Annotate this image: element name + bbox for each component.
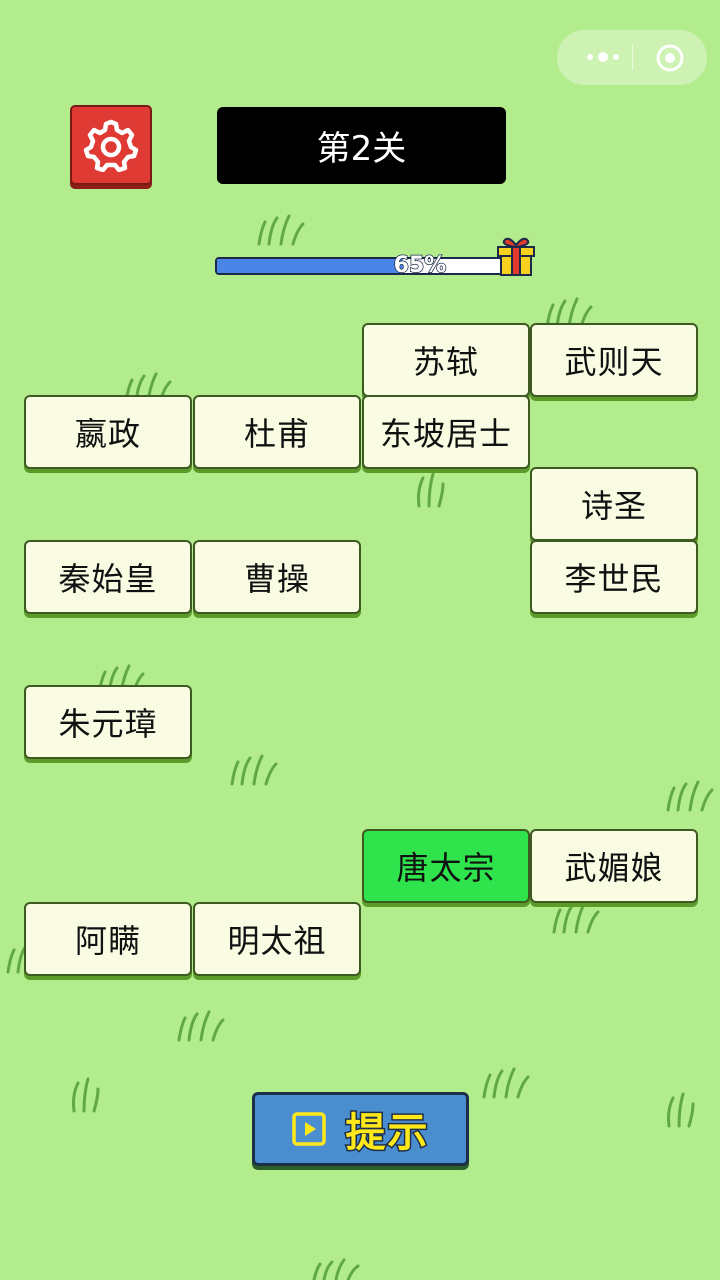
grass-decoration	[97, 664, 145, 696]
grass-decoration	[312, 1258, 360, 1280]
settings-button[interactable]	[70, 105, 152, 185]
target-icon[interactable]	[655, 43, 685, 73]
grass-decoration	[666, 780, 714, 812]
word-tile[interactable]: 唐太宗	[362, 829, 530, 903]
grass-decoration	[552, 902, 600, 934]
grass-decoration	[667, 1092, 695, 1128]
progress-fill	[217, 259, 403, 273]
grass-decoration	[545, 297, 593, 329]
grass-decoration	[482, 1067, 530, 1099]
word-tile[interactable]: 诗圣	[530, 467, 698, 541]
miniprogram-capsule	[557, 30, 707, 85]
hint-button[interactable]: 提示	[252, 1092, 469, 1166]
grass-decoration	[230, 754, 278, 786]
level-title: 第2关	[217, 107, 506, 184]
grass-decoration	[417, 472, 445, 508]
word-tile[interactable]: 嬴政	[24, 395, 192, 469]
word-tile[interactable]: 武则天	[530, 323, 698, 397]
grass-decoration	[257, 214, 305, 246]
grass-decoration	[177, 1010, 225, 1042]
grass-decoration	[124, 372, 172, 404]
word-tile[interactable]: 曹操	[193, 540, 361, 614]
capsule-divider	[632, 45, 633, 70]
word-tile[interactable]: 明太祖	[193, 902, 361, 976]
word-tile[interactable]: 李世民	[530, 540, 698, 614]
word-tile[interactable]: 朱元璋	[24, 685, 192, 759]
word-tile[interactable]: 武媚娘	[530, 829, 698, 903]
gift-icon[interactable]	[496, 235, 536, 277]
progress-label: 65%	[393, 252, 447, 279]
word-tile[interactable]: 阿瞒	[24, 902, 192, 976]
word-tile[interactable]: 苏轼	[362, 323, 530, 397]
hint-label: 提示	[344, 1109, 430, 1158]
word-tile[interactable]: 杜甫	[193, 395, 361, 469]
more-dots-icon[interactable]	[579, 42, 627, 72]
gear-icon	[83, 119, 139, 172]
play-icon	[291, 1112, 326, 1146]
word-tile[interactable]: 秦始皇	[24, 540, 192, 614]
word-tile[interactable]: 东坡居士	[362, 395, 530, 469]
progress-bar	[215, 257, 505, 275]
grass-decoration	[72, 1077, 100, 1113]
